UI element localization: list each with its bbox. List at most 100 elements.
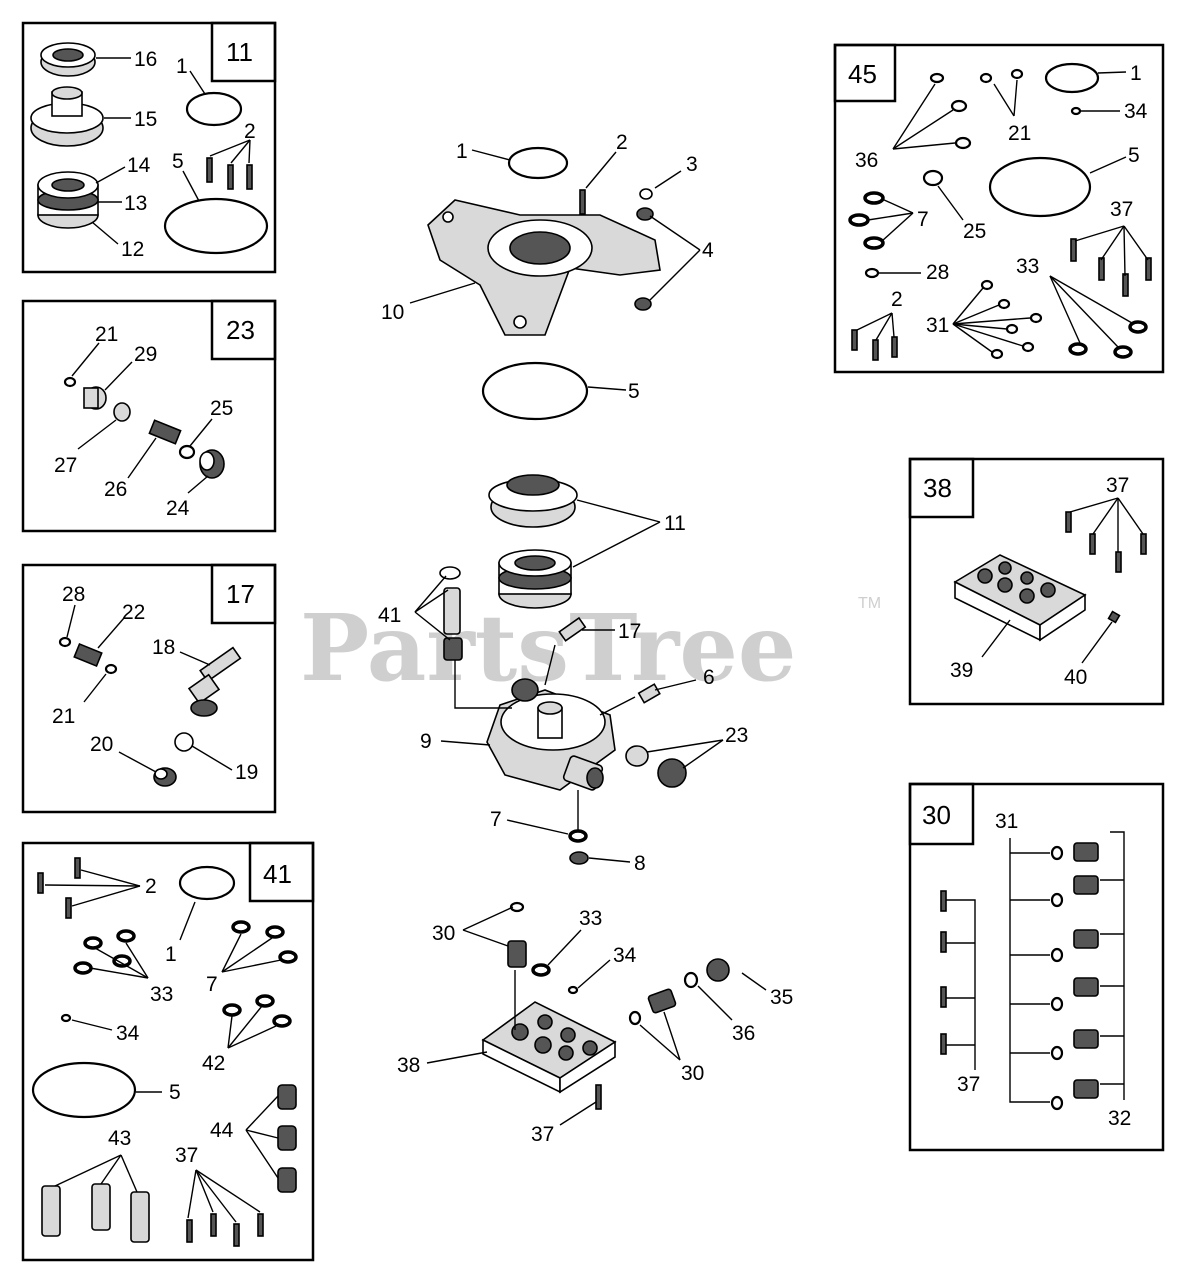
callout-label: 10	[381, 301, 404, 324]
callout-label: 37	[175, 1144, 198, 1167]
callout-label: 42	[202, 1052, 225, 1075]
screw-part	[1065, 511, 1147, 573]
callout-label: 18	[152, 636, 175, 659]
callout-labels: 2 1 33 7 34 42 5 44 43 37	[108, 875, 234, 1167]
screw-part	[579, 189, 586, 215]
callout-label: 32	[1108, 1107, 1131, 1130]
spring-part	[277, 1084, 297, 1193]
leader-lines	[409, 149, 767, 1126]
o-ring-part	[864, 68, 1082, 279]
screw-part	[206, 157, 253, 190]
callout-label: 16	[134, 48, 157, 71]
valve-seat-part	[113, 402, 131, 422]
callout-label: 37	[1110, 198, 1133, 221]
seal-part	[40, 42, 96, 77]
callout-label: 31	[995, 810, 1018, 833]
kit-11-number: 11	[226, 37, 253, 67]
spring-part	[148, 419, 182, 445]
callout-label: 20	[90, 733, 113, 756]
o-ring-part	[60, 1013, 72, 1023]
retainer-part	[488, 474, 578, 528]
o-ring-part	[58, 636, 72, 648]
o-ring-part	[222, 994, 292, 1028]
bearing-part	[37, 171, 99, 229]
callout-label: 37	[957, 1073, 980, 1096]
o-ring-part	[988, 156, 1092, 218]
leader-lines	[856, 71, 1149, 353]
screw-part	[851, 238, 1152, 361]
spring-part	[73, 642, 103, 668]
kit-45-frame	[833, 43, 1165, 374]
callout-label: 22	[122, 601, 145, 624]
kit-41-frame	[21, 841, 315, 1262]
callout-label: 41	[378, 604, 401, 627]
kit-11-frame	[21, 21, 277, 274]
o-ring-part	[31, 1061, 137, 1119]
callout-labels: 16 1 15 2 14 5 13 12	[121, 48, 256, 261]
valve-plug-part	[706, 958, 730, 982]
callout-label: 37	[531, 1123, 554, 1146]
check-ball-part	[174, 732, 194, 752]
o-ring-part	[683, 971, 699, 989]
callout-label: 38	[397, 1054, 420, 1077]
kit-23-frame	[21, 299, 277, 533]
o-ring-part	[178, 865, 236, 901]
watermark-tm: TM	[858, 595, 881, 612]
kit-38-panel: 38 37 39	[908, 457, 1165, 706]
callout-label: 1	[165, 943, 177, 966]
callout-labels: 28 22 18 21 20 19	[52, 583, 258, 784]
kit-17-panel: 17 28 22 18 21 20 19	[21, 563, 277, 814]
callout-label: 35	[770, 986, 793, 1009]
watermark-text: PartsTree	[300, 594, 796, 702]
callout-label: 44	[210, 1119, 234, 1142]
screw-part	[595, 1084, 602, 1110]
callout-label: 25	[963, 220, 986, 243]
callout-label: 11	[664, 512, 686, 535]
spring-part	[443, 637, 463, 661]
callout-label: 33	[579, 907, 602, 930]
kit-23-badge	[210, 299, 277, 361]
callout-label: 13	[124, 192, 147, 215]
screw-part	[37, 857, 81, 919]
callout-label: 28	[62, 583, 85, 606]
washer-part	[634, 207, 654, 311]
crankcase-part	[427, 199, 661, 336]
callout-label: 29	[134, 343, 157, 366]
valve-manifold-part	[481, 901, 617, 1094]
callout-label: 27	[54, 454, 77, 477]
callout-label: 9	[420, 730, 432, 753]
plunger-part	[443, 587, 461, 635]
callout-label: 30	[681, 1062, 704, 1085]
callout-label: 19	[235, 761, 258, 784]
callout-label: 2	[616, 131, 628, 154]
callout-label: 21	[1008, 122, 1031, 145]
callout-labels: 1 21 34 36 5 7 25 37 28 33 2 31	[855, 62, 1148, 337]
callout-label: 3	[686, 153, 698, 176]
o-ring-part	[104, 663, 118, 675]
kit-11-badge	[210, 21, 277, 83]
o-ring-part	[63, 376, 77, 388]
callout-label: 34	[1124, 100, 1148, 123]
plunger-part	[41, 1183, 150, 1243]
kit-17-badge	[210, 563, 277, 625]
callout-label: 2	[891, 288, 903, 311]
retainer-part	[30, 86, 104, 147]
callout-label: 7	[490, 808, 502, 831]
o-ring-part	[439, 566, 461, 580]
valve-spring-part	[1050, 842, 1099, 1111]
kit-45-panel: 45	[833, 43, 1165, 374]
callout-label: 40	[1064, 666, 1087, 689]
kit-41-panel: 41	[21, 841, 315, 1262]
bearing-part	[498, 549, 572, 609]
injector-fitting-part	[558, 616, 587, 642]
kit-17-frame	[21, 563, 277, 814]
o-ring-part	[980, 279, 1043, 360]
kit-11-panel: 11	[21, 21, 277, 274]
callout-label: 37	[1106, 474, 1129, 497]
valve-plug-part	[199, 449, 225, 479]
callout-label: 7	[917, 208, 929, 231]
o-ring-part	[481, 361, 589, 421]
callout-label: 21	[95, 323, 118, 346]
pump-head-part	[486, 678, 616, 791]
o-ring-part	[507, 146, 569, 180]
